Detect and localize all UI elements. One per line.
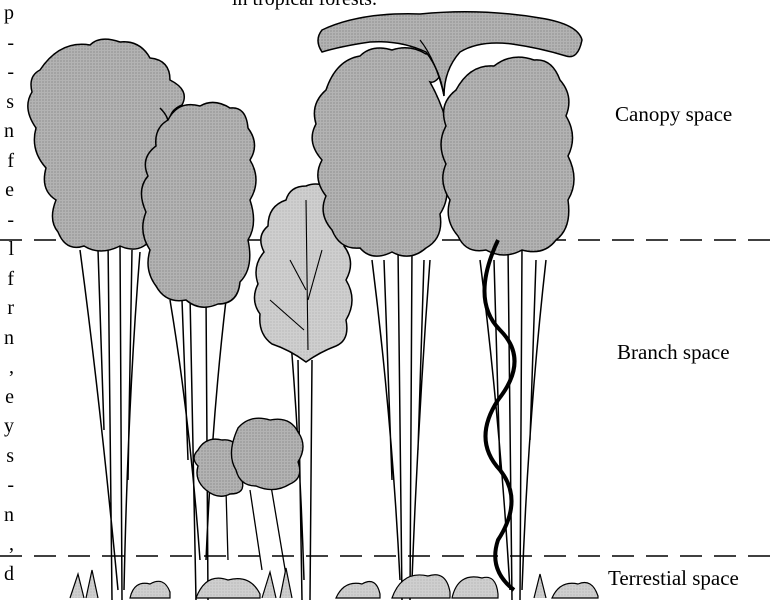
small-shrub-crown-right — [231, 418, 303, 489]
ground-vegetation — [70, 568, 598, 598]
tree-4-trunk — [480, 248, 546, 600]
tree-3-trunk — [372, 248, 430, 600]
tree-1 — [28, 39, 184, 600]
tree-1-trunk — [80, 240, 140, 600]
small-shrub — [194, 418, 303, 575]
tree-2 — [141, 102, 256, 600]
tree-2-crown — [141, 102, 256, 307]
tree-understory — [254, 184, 352, 600]
terrestrial-space-label: Terrestial space — [608, 566, 739, 591]
tree-4-crown — [441, 57, 574, 255]
branch-space-label: Branch space — [617, 340, 730, 365]
tree-3-crown — [312, 48, 448, 256]
canopy-space-label: Canopy space — [615, 102, 732, 127]
